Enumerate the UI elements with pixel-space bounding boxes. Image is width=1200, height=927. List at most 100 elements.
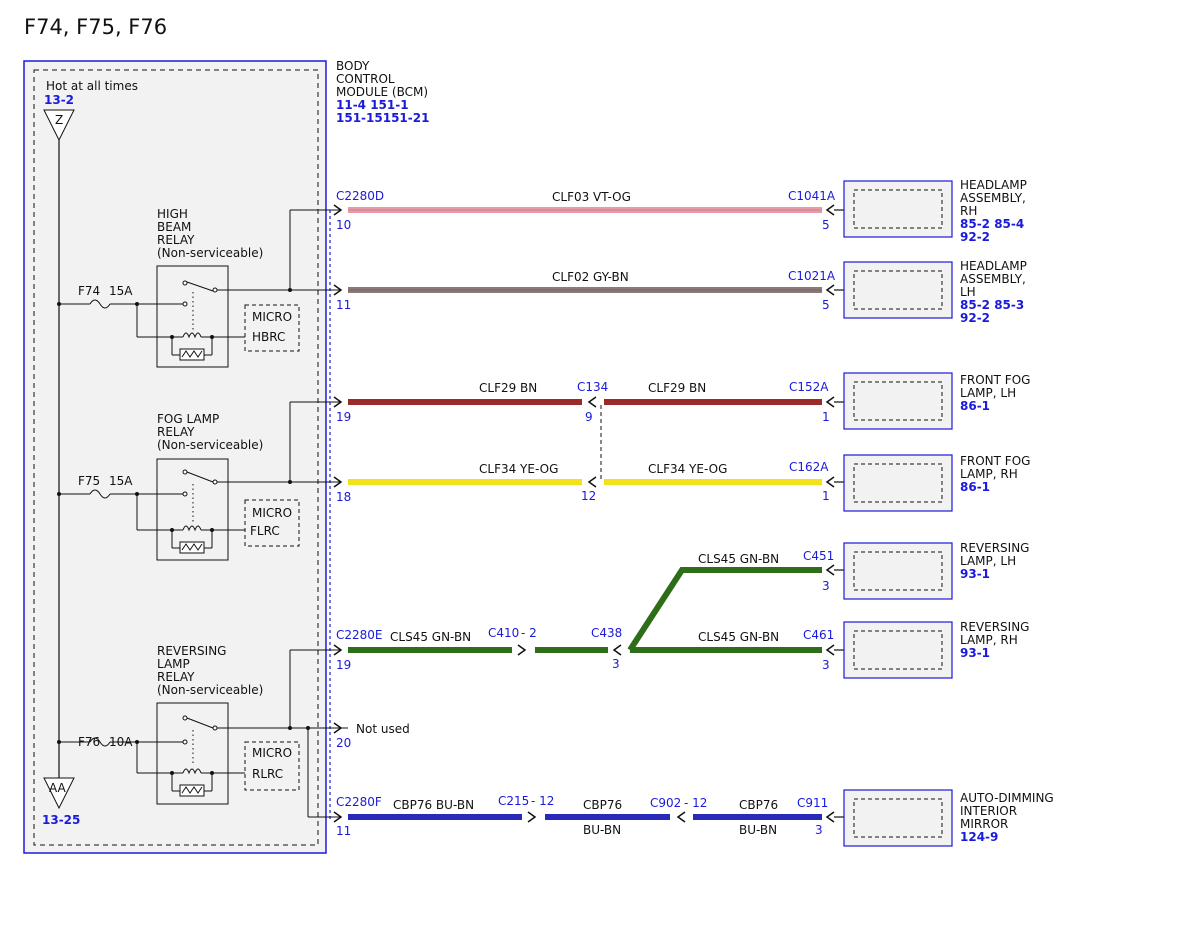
conn-c152a: C152A [789,380,829,394]
comp6-name-1: REVERSING [960,620,1029,634]
comp1-name-3: RH [960,204,977,218]
conn-c162a: C162A [789,460,829,474]
front-fog-rh-box [843,454,953,512]
comp5-ref-1: 93-1 [960,567,990,581]
wire-label-clf34-a: CLF34 YE-OG [479,462,558,476]
headlamp-lh-box [843,261,953,319]
wire-layer [340,207,822,820]
relay1-name-3: RELAY [157,233,195,247]
conn-c2280e: C2280E [336,628,383,642]
pin-c134-12: 12 [581,489,596,503]
pin-c215-12: - 12 [531,794,554,808]
pin-c451-3: 3 [822,579,830,593]
bcm-name-2: CONTROL [336,72,395,86]
comp2-ref-2: 92-2 [960,311,990,325]
pin-c2280d-11: 11 [336,298,351,312]
bcm-name-1: BODY [336,59,370,73]
pin-c438-3: 3 [612,657,620,671]
relay1-name-4: (Non-serviceable) [157,246,263,260]
comp1-name-2: ASSEMBLY, [960,191,1026,205]
conn-c1041a: C1041A [788,189,836,203]
relay1-rating: 15A [109,284,133,298]
reversing-rh-box [843,621,953,679]
relay1-fuse: F74 [78,284,100,298]
relay1-name-1: HIGH [157,207,188,221]
relay1-high-beam [57,209,340,368]
bcm-name-3: MODULE (BCM) [336,85,428,99]
conn-c902: C902 [650,796,681,810]
front-fog-lh-box [843,372,953,430]
comp6-name-2: LAMP, RH [960,633,1018,647]
relay3-reversing-lamp [57,649,340,818]
pin-c911-3: 3 [815,823,823,837]
wire-cls45-gn-bn-d [627,567,822,652]
conn-c1021a: C1021A [788,269,836,283]
power-z-triangle [43,109,75,142]
comp2-name-1: HEADLAMP [960,259,1027,273]
conn-c438: C438 [591,626,622,640]
conn-c461: C461 [803,628,834,642]
relay3-name-2: LAMP [157,657,190,671]
reversing-lh-box [843,542,953,600]
comp7-name-3: MIRROR [960,817,1008,831]
power-bottom-symbol: AA [49,781,67,795]
comp2-name-3: LH [960,285,976,299]
relay3-name-4: (Non-serviceable) [157,683,263,697]
wire-label-cbp76-a: CBP76 BU-BN [393,798,474,812]
power-label: Hot at all times [46,79,138,93]
relay2-fog-lamp [57,401,340,561]
pin-c134-9: 9 [585,410,593,424]
wire-label-clf29-a: CLF29 BN [479,381,537,395]
wire-label-clf03: CLF03 VT-OG [552,190,631,204]
conn-c2280f: C2280F [336,795,382,809]
comp5-name-1: REVERSING [960,541,1029,555]
comp7-name-2: INTERIOR [960,804,1017,818]
wire-label-clf02: CLF02 GY-BN [552,270,629,284]
pin-c2280d-10: 10 [336,218,351,232]
power-bottom-ref: 13-25 [42,813,80,827]
relay2-fuse: F75 [78,474,100,488]
comp4-ref-1: 86-1 [960,480,990,494]
relay3-micro-code: RLRC [252,767,283,781]
relay3-name-1: REVERSING [157,644,226,658]
relay1-name-2: BEAM [157,220,191,234]
wire-label-cls45-c: CLS45 GN-BN [698,630,779,644]
not-used-label: Not used [356,722,410,736]
comp1-name-1: HEADLAMP [960,178,1027,192]
wire-label-cbp76-c-code: CBP76 [739,798,778,812]
comp4-name-2: LAMP, RH [960,467,1018,481]
conn-c410: C410 [488,626,519,640]
comp5-name-2: LAMP, LH [960,554,1016,568]
comp2-name-2: ASSEMBLY, [960,272,1026,286]
comp3-name-1: FRONT FOG [960,373,1030,387]
comp4-name-1: FRONT FOG [960,454,1030,468]
pin-c162a-1: 1 [822,489,830,503]
comp7-ref-1: 124-9 [960,830,998,844]
wire-label-cls45-b: CLS45 GN-BN [698,552,779,566]
comp3-ref-1: 86-1 [960,399,990,413]
relay3-name-3: RELAY [157,670,195,684]
headlamp-rh-box [843,180,953,238]
pin-c152a-1: 1 [822,410,830,424]
relay3-micro: MICRO [252,746,292,760]
conn-c451: C451 [803,549,834,563]
power-top-symbol: Z [55,113,63,127]
wire-label-clf29-b: CLF29 BN [648,381,706,395]
relay2-name-2: RELAY [157,425,195,439]
comp7-name-1: AUTO-DIMMING [960,791,1054,805]
component-boxes [843,180,953,847]
relay3-rating: 10A [109,735,133,749]
pin-c2280e-20: 20 [336,736,351,750]
wire-label-cbp76-b-code: CBP76 [583,798,622,812]
conn-c2280d: C2280D [336,189,384,203]
conn-c911: C911 [797,796,828,810]
pin-c2280d-18: 18 [336,490,351,504]
comp1-ref-2: 92-2 [960,230,990,244]
comp2-ref-1: 85-2 85-3 [960,298,1024,312]
pin-c410-2: - 2 [521,626,537,640]
wire-label-cls45-a: CLS45 GN-BN [390,630,471,644]
connector-chevrons [333,204,835,823]
connector-stubs [834,209,844,818]
